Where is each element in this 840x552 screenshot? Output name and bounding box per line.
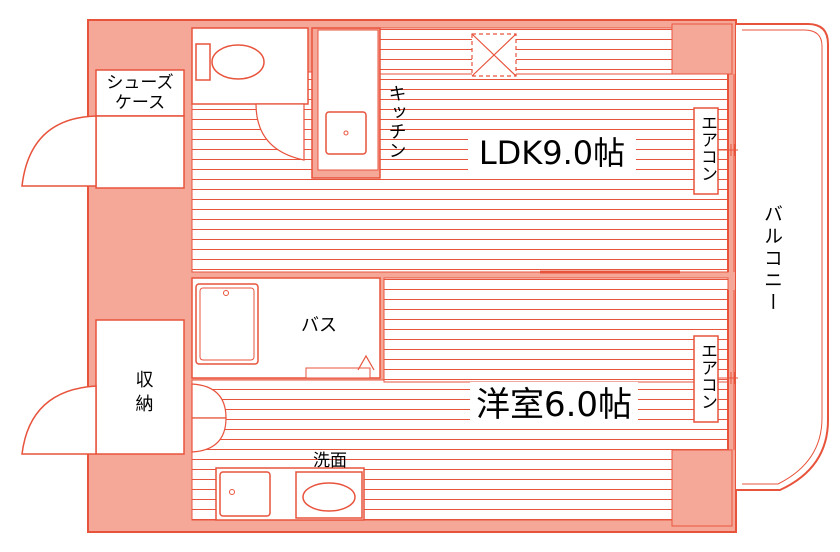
storage [95, 319, 185, 455]
entrance-door [21, 115, 97, 187]
washbasin-icon [302, 482, 356, 512]
storage-label: 収納 [133, 370, 154, 418]
washing-machine-icon [219, 471, 271, 517]
toilet-door [255, 103, 305, 161]
kitchen-label: キッチン [386, 84, 407, 160]
toilet-tank [195, 43, 211, 81]
balcony [736, 23, 829, 491]
balcony-label: バルコニー [761, 204, 783, 314]
western-room-label: 洋室6.0帖 [476, 385, 632, 425]
shoe-case-label-1: シューズ [106, 73, 173, 93]
toilet-icon [211, 44, 265, 80]
washroom-label: 洗面 [313, 451, 347, 471]
aircon-western [693, 335, 719, 423]
storage-door [21, 385, 97, 455]
aircon-western-label: エアコン [697, 342, 717, 410]
kitchen-sink-icon [325, 111, 367, 155]
ldk-label: LDK9.0帖 [479, 134, 625, 172]
bath-label: バス [301, 315, 337, 336]
aircon-ldk-label: エアコン [697, 114, 717, 182]
shoe-case [95, 69, 185, 117]
aircon-ldk [693, 107, 719, 195]
bathtub-icon [195, 283, 259, 365]
entrance [95, 115, 185, 189]
shoe-case-label-2: ケース [115, 93, 165, 113]
